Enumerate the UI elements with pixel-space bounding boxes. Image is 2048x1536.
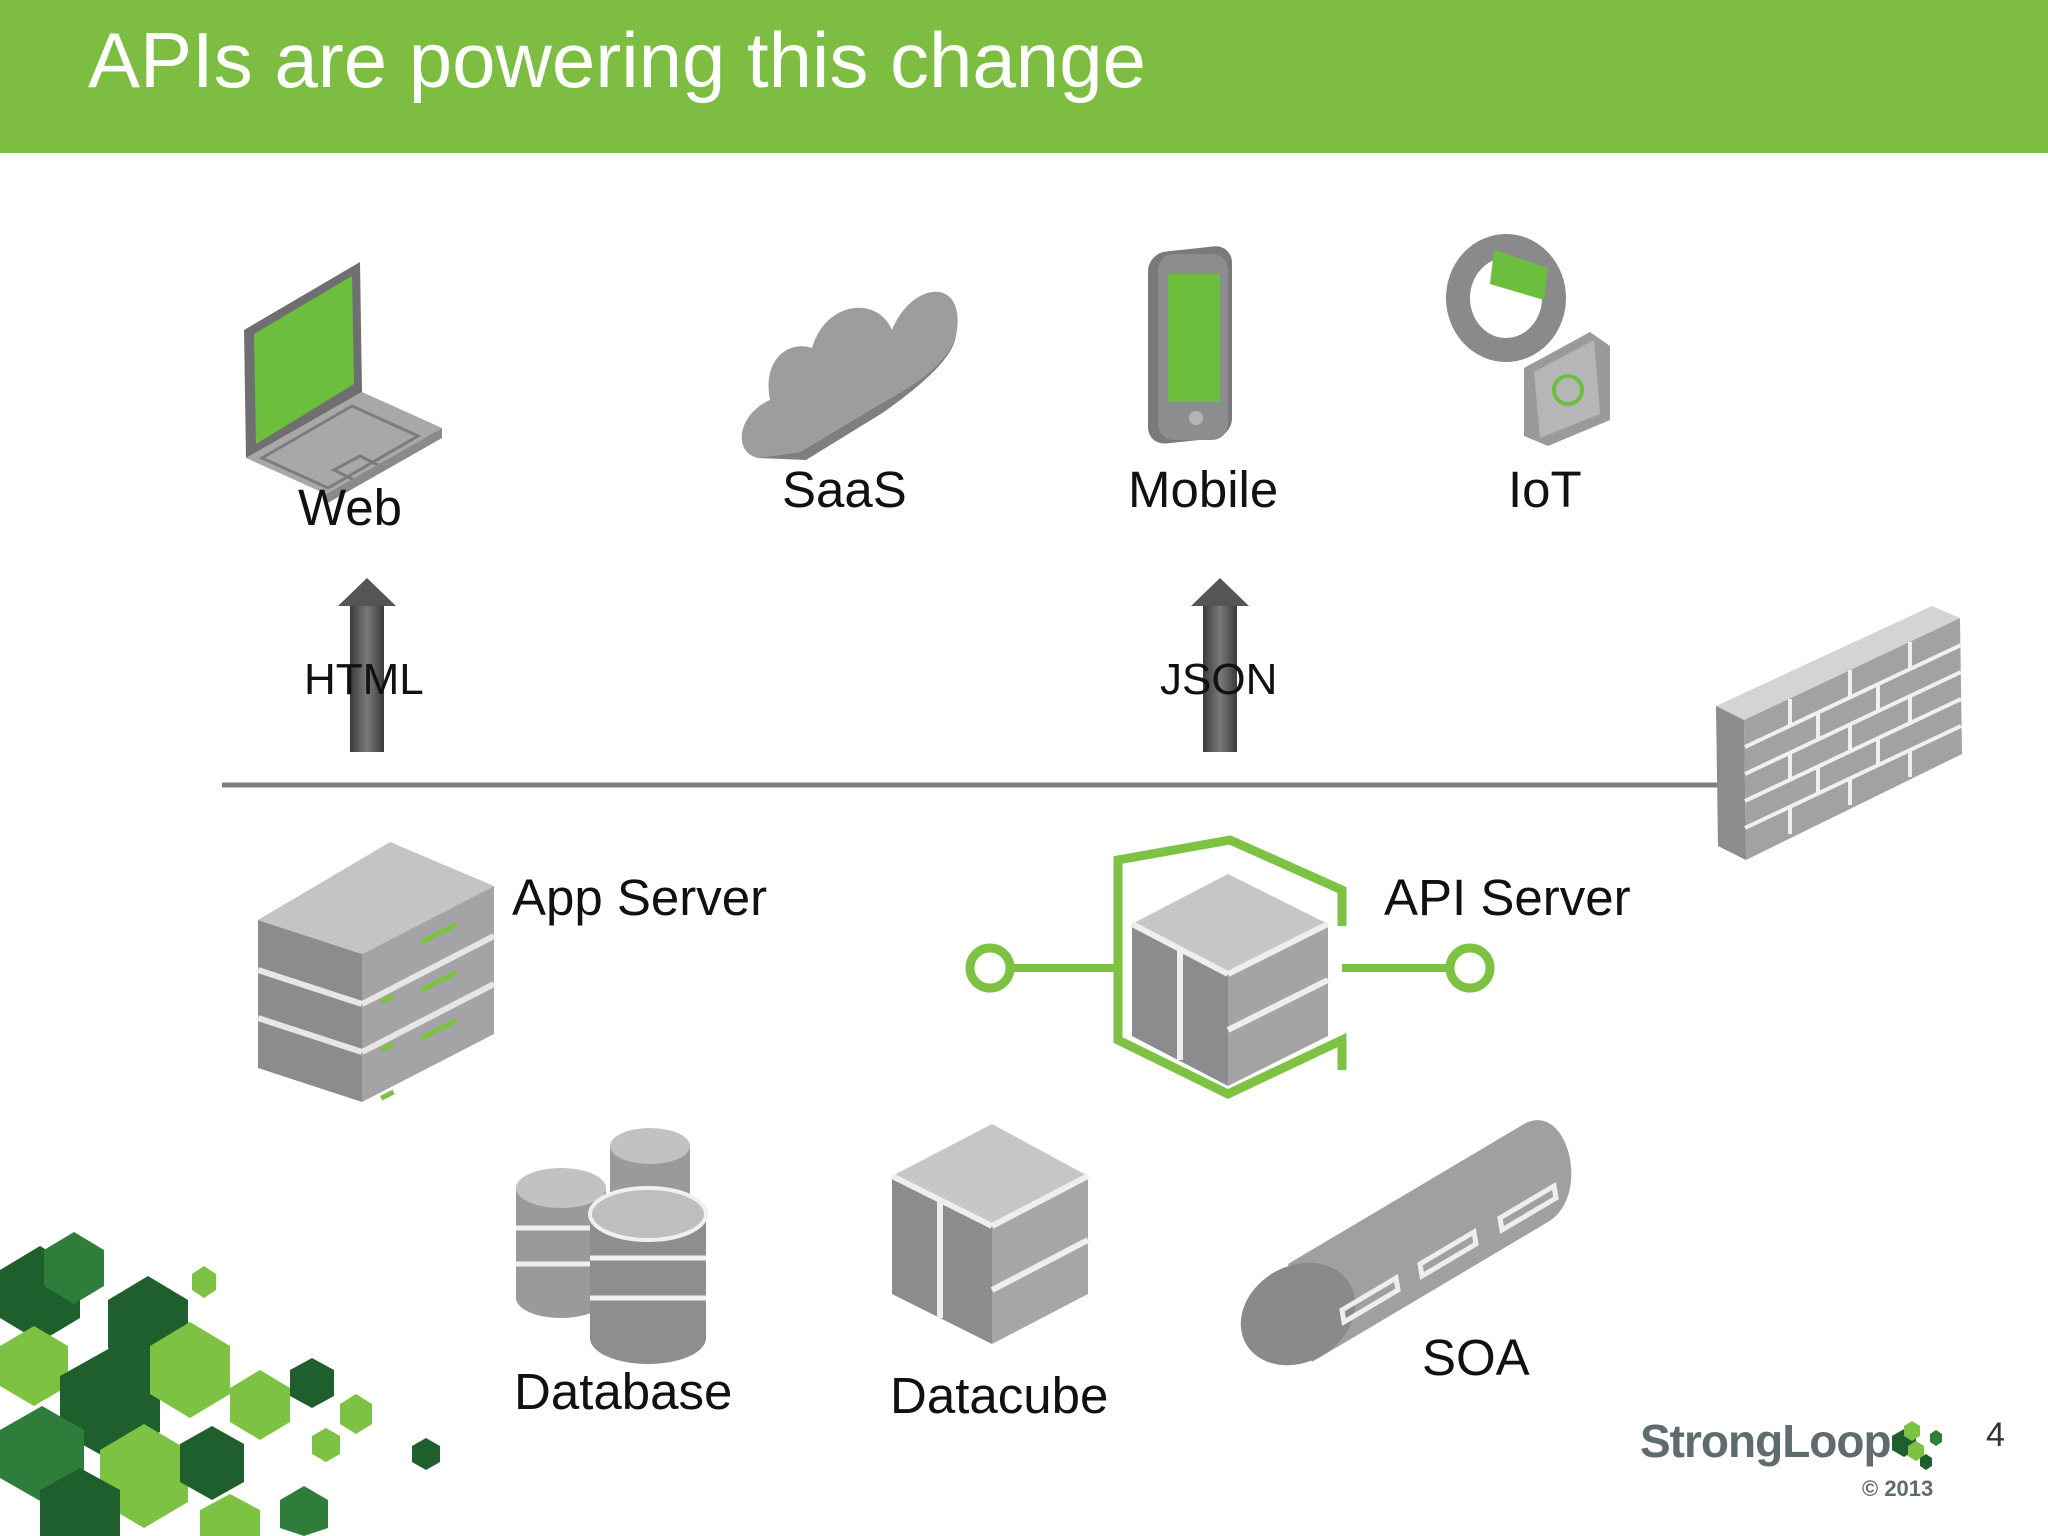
app-server-label: App Server [512,869,768,926]
web-label: Web [298,479,402,536]
soa-label: SOA [1422,1329,1530,1386]
app-server-icon [257,842,496,1102]
json-arrow [1191,578,1249,752]
strongloop-logo-icon [1892,1421,1942,1470]
hexagon-decoration [0,1232,440,1536]
api-server-icon [965,835,1495,1099]
datacube-label: Datacube [890,1367,1109,1424]
api-server-label: API Server [1384,869,1631,926]
saas-label: SaaS [782,461,907,518]
json-label: JSON [1160,655,1278,704]
page-number: 4 [1986,1416,2005,1454]
soa-pipe-icon [1240,1120,1572,1366]
phone-icon [1148,246,1232,444]
slide-title: APIs are powering this change [88,16,1146,104]
cloud-icon [741,291,958,460]
firewall-icon [1716,606,1962,860]
database-icon [516,1128,708,1364]
html-label: HTML [304,655,424,704]
strongloop-logo-text: StrongLoop [1640,1415,1892,1467]
copyright-text: © 2013 [1862,1476,1934,1501]
iot-label: IoT [1508,461,1582,518]
title-bar: APIs are powering this change [0,0,2048,153]
laptop-icon [244,262,442,504]
html-arrow [338,578,396,752]
mobile-label: Mobile [1128,461,1279,518]
iot-icon [1446,234,1610,446]
datacube-icon [890,1124,1090,1344]
database-label: Database [514,1363,733,1420]
